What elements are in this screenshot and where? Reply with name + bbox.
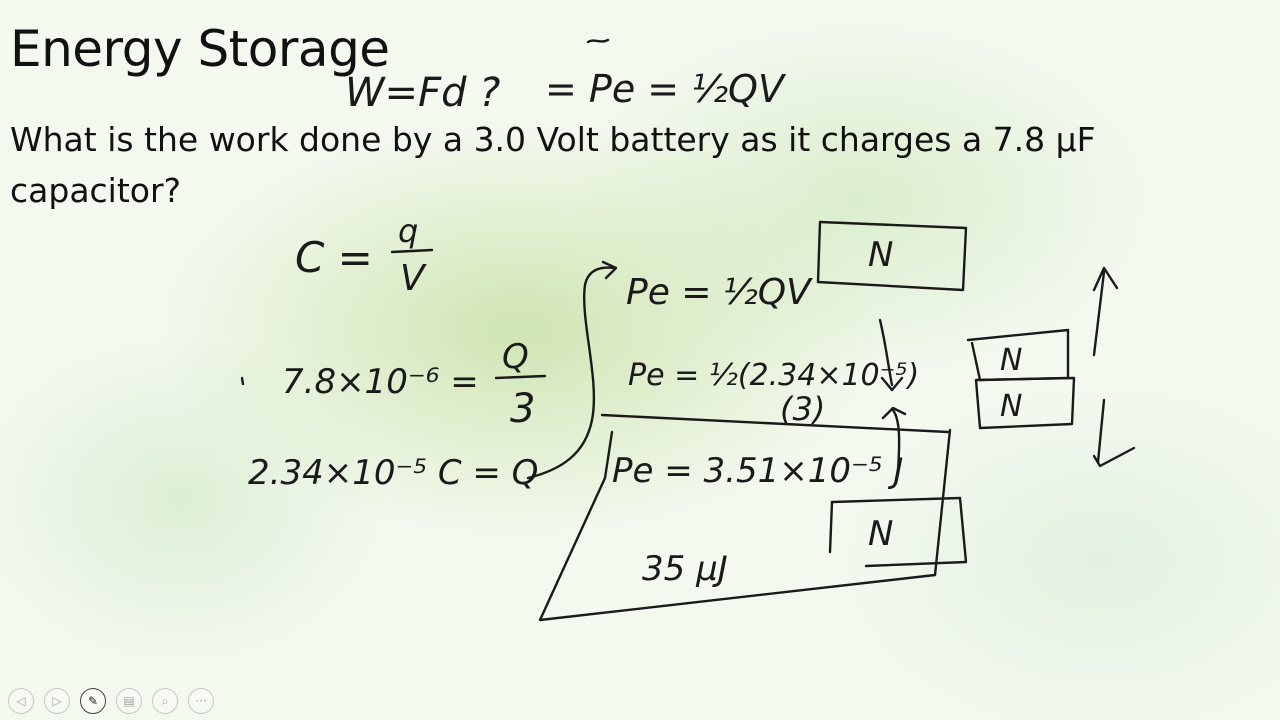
ink-brace-arrow	[526, 266, 617, 480]
ink-up-arrowhead	[881, 406, 907, 420]
ink-down-arrow	[878, 318, 894, 387]
next-icon[interactable]: ▷	[44, 688, 70, 714]
ink-final-answer: 35 µJ	[642, 549, 728, 589]
ink-cap-def-q: q	[398, 212, 418, 250]
ink-side-down-arrow	[1096, 398, 1106, 464]
ink-sub-3: 3	[510, 386, 535, 432]
ink-down-arrowhead	[880, 376, 904, 392]
ink-pe-substitution: Pe = ½(2.34×10⁻⁵)	[628, 358, 919, 393]
ink-result-outline	[538, 428, 952, 622]
ink-side-up-arrow	[1092, 270, 1106, 357]
ink-tilde-mark	[586, 38, 610, 44]
zoom-icon[interactable]: ⌕	[152, 688, 178, 714]
ink-box-label-4: N	[868, 514, 893, 554]
ink-sub-q: Q	[502, 337, 529, 377]
slideshow-toolbar: ◁ ▷ ✎ ▤ ⌕ ···	[8, 688, 214, 714]
ink-cap-def-v: V	[400, 258, 427, 299]
ink-pe-voltage: (3)	[780, 390, 825, 428]
ink-work-equation: W=Fd ?	[345, 70, 500, 116]
ink-cap-def-c: C =	[295, 233, 373, 282]
ink-side-up-arrowhead	[1092, 266, 1119, 292]
ink-sub-fraction-line	[494, 374, 547, 380]
ink-fraction-line	[390, 248, 434, 254]
ink-arrowhead	[601, 260, 618, 280]
ink-box-4	[828, 496, 968, 568]
ink-box-label-2: N	[1000, 343, 1022, 378]
more-icon[interactable]: ···	[188, 688, 214, 714]
ink-box-label-1: N	[868, 235, 893, 275]
ink-box-1	[816, 220, 968, 292]
ink-box-3	[974, 376, 1076, 430]
slides-icon[interactable]: ▤	[116, 688, 142, 714]
ink-side-down-arrowhead	[1092, 446, 1136, 468]
ink-separator-line	[600, 413, 950, 434]
ink-substitution: 7.8×10⁻⁶ =	[282, 362, 479, 402]
previous-icon[interactable]: ◁	[8, 688, 34, 714]
ink-box-label-3: N	[1000, 389, 1022, 424]
slide-title: Energy Storage	[10, 20, 390, 78]
ink-stray-tick	[240, 376, 245, 386]
ink-pe-formula: Pe = ½QV	[626, 272, 813, 313]
question-text: What is the work done by a 3.0 Volt batt…	[10, 120, 1096, 210]
pen-icon[interactable]: ✎	[80, 688, 106, 714]
ink-energy-equation: = Pe = ½QV	[545, 67, 787, 111]
ink-up-arrow	[891, 408, 901, 472]
ink-pe-result: Pe = 3.51×10⁻⁵ J	[612, 451, 903, 491]
ink-charge-result: 2.34×10⁻⁵ C = Q	[248, 453, 538, 493]
